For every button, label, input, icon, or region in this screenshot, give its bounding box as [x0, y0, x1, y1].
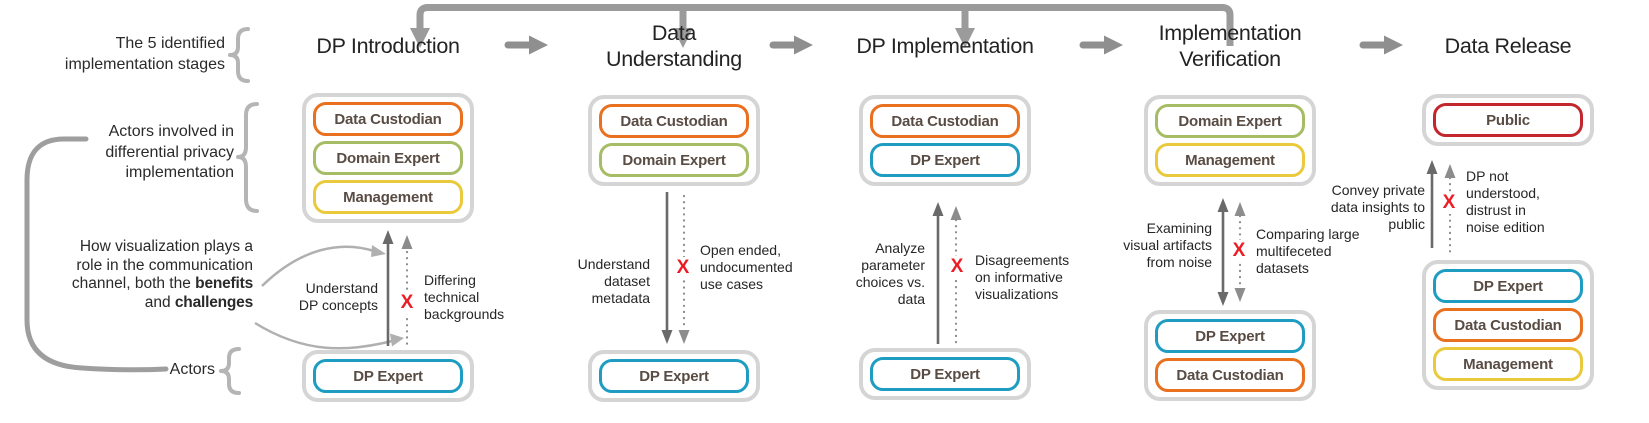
- dotted-arrowhead-icon: [678, 330, 690, 344]
- challenge-pointer-curve: [254, 321, 404, 350]
- stage-title-implementation-verification: Implementation Verification: [1158, 21, 1302, 71]
- viz-label-challenges: challenges: [174, 293, 253, 311]
- viz-label-text: How visualization plays a role in the co…: [71, 238, 253, 292]
- stage4-top-actor-group: Domain Expert Management: [1144, 95, 1316, 186]
- stage-flow-arrows: [504, 35, 1403, 55]
- stage3-bottom-actor-group: DP Expert: [859, 348, 1031, 400]
- solid-arrowhead-icon: [661, 330, 673, 344]
- stage-title-dp-introduction: DP Introduction: [316, 34, 460, 58]
- actor-box-dp-expert: DP Expert: [870, 357, 1020, 391]
- viz-label-text: and: [144, 293, 171, 311]
- dotted-arrowhead-icon: [1444, 164, 1456, 178]
- stage1-communication-arrows: [382, 230, 413, 350]
- stage1-benefit-label: Understand DP concepts: [298, 280, 378, 313]
- stage-title-data-understanding: Data Understanding: [606, 21, 742, 71]
- stage1-bottom-actor-group: DP Expert: [302, 350, 474, 402]
- actors-brace-icon: [219, 347, 241, 395]
- actor-box-public: Public: [1433, 103, 1583, 137]
- stage5-top-actor-group: Public: [1422, 94, 1594, 146]
- stage3-communication-arrows: [932, 202, 962, 346]
- stage4-challenge-x-icon: X: [1229, 240, 1249, 262]
- actor-box-domain-expert: Domain Expert: [1155, 104, 1305, 138]
- stage5-challenge-x-icon: X: [1439, 192, 1459, 214]
- next-stage-arrow-icon: [1079, 35, 1123, 55]
- stage5-benefit-label: Convey private data insights to public: [1330, 182, 1425, 232]
- feedback-loop-arrow: [410, 4, 1234, 48]
- next-stage-arrow-icon: [1359, 35, 1403, 55]
- stage1-challenge-label: Differing technical backgrounds: [424, 272, 505, 322]
- stage4-benefit-label: Examining visual artifacts from noise: [1123, 220, 1212, 270]
- solid-arrowhead-icon: [382, 230, 394, 244]
- stages-brace-icon: [228, 27, 250, 83]
- stage3-challenge-label: Disagreements on informative visualizati…: [975, 252, 1070, 302]
- actors-involved-legend-label: Actors involved in differential privacy …: [105, 123, 234, 181]
- pointer-arrowhead-icon: [371, 245, 386, 257]
- curly-braces: [219, 27, 259, 395]
- stage5-challenge-label: DP not understood, distrust in noise edi…: [1466, 168, 1545, 235]
- stage4-bottom-actor-group: DP Expert Data Custodian: [1144, 310, 1316, 401]
- stage1-challenge-x-icon: X: [397, 292, 417, 314]
- actor-box-data-custodian: Data Custodian: [1433, 308, 1583, 342]
- solid-arrowhead-icon: [932, 202, 944, 216]
- actor-box-dp-expert: DP Expert: [1155, 319, 1305, 353]
- dotted-arrowhead-icon: [950, 206, 962, 220]
- actor-box-management: Management: [1155, 143, 1305, 177]
- dotted-arrowhead-icon: [1234, 202, 1246, 216]
- feedback-arrowhead-icon: [955, 28, 975, 48]
- solid-arrowhead-icon: [1217, 198, 1229, 212]
- stage2-bottom-actor-group: DP Expert: [588, 350, 760, 402]
- actor-box-data-custodian: Data Custodian: [1155, 358, 1305, 392]
- actor-box-dp-expert: DP Expert: [870, 143, 1020, 177]
- actor-box-domain-expert: Domain Expert: [599, 143, 749, 177]
- stage5-bottom-actor-group: DP Expert Data Custodian Management: [1422, 260, 1594, 390]
- actors-involved-brace-icon: [236, 102, 259, 213]
- actor-box-management: Management: [313, 180, 463, 214]
- actor-box-dp-expert: DP Expert: [1433, 269, 1583, 303]
- actors-legend-label: Actors: [169, 361, 215, 378]
- stage3-top-actor-group: Data Custodian DP Expert: [859, 95, 1031, 186]
- solid-arrowhead-icon: [1217, 292, 1229, 306]
- solid-arrowhead-icon: [1426, 160, 1438, 174]
- visualization-role-legend-label: How visualization plays a role in the co…: [0, 238, 253, 312]
- dotted-arrowhead-icon: [1234, 288, 1246, 302]
- stage2-challenge-x-icon: X: [673, 257, 693, 279]
- actor-box-data-custodian: Data Custodian: [870, 104, 1020, 138]
- actor-box-dp-expert: DP Expert: [599, 359, 749, 393]
- next-stage-arrow-icon: [769, 35, 813, 55]
- stage3-challenge-x-icon: X: [947, 256, 967, 278]
- actor-box-dp-expert: DP Expert: [313, 359, 463, 393]
- feedback-arrowhead-icon: [410, 28, 430, 48]
- feedback-arrowhead-icon: [673, 28, 693, 48]
- actors-bracket-curve: [24, 136, 169, 373]
- stage3-benefit-label: Analyze parameter choices vs. data: [855, 240, 925, 307]
- next-stage-arrow-icon: [504, 35, 548, 55]
- dotted-arrowhead-icon: [401, 235, 413, 249]
- benefit-pointer-curve: [261, 245, 386, 287]
- viz-label-benefits: benefits: [195, 275, 253, 292]
- actor-box-data-custodian: Data Custodian: [313, 102, 463, 136]
- stage-title-data-release: Data Release: [1444, 34, 1572, 58]
- stage2-top-actor-group: Data Custodian Domain Expert: [588, 95, 760, 186]
- actor-box-management: Management: [1433, 347, 1583, 381]
- stage2-benefit-label: Understand dataset metadata: [577, 256, 650, 306]
- stage4-challenge-label: Comparing large multifeceted datasets: [1256, 226, 1360, 276]
- stage-title-dp-implementation: DP Implementation: [856, 34, 1034, 58]
- stage5-communication-arrows: [1426, 160, 1456, 254]
- actor-box-domain-expert: Domain Expert: [313, 141, 463, 175]
- stages-legend-label: The 5 identified implementation stages: [64, 35, 225, 73]
- stage1-top-actor-group: Data Custodian Domain Expert Management: [302, 93, 474, 223]
- actor-box-data-custodian: Data Custodian: [599, 104, 749, 138]
- stage2-challenge-label: Open ended, undocumented use cases: [700, 242, 793, 292]
- pointer-arrowhead-icon: [390, 333, 404, 347]
